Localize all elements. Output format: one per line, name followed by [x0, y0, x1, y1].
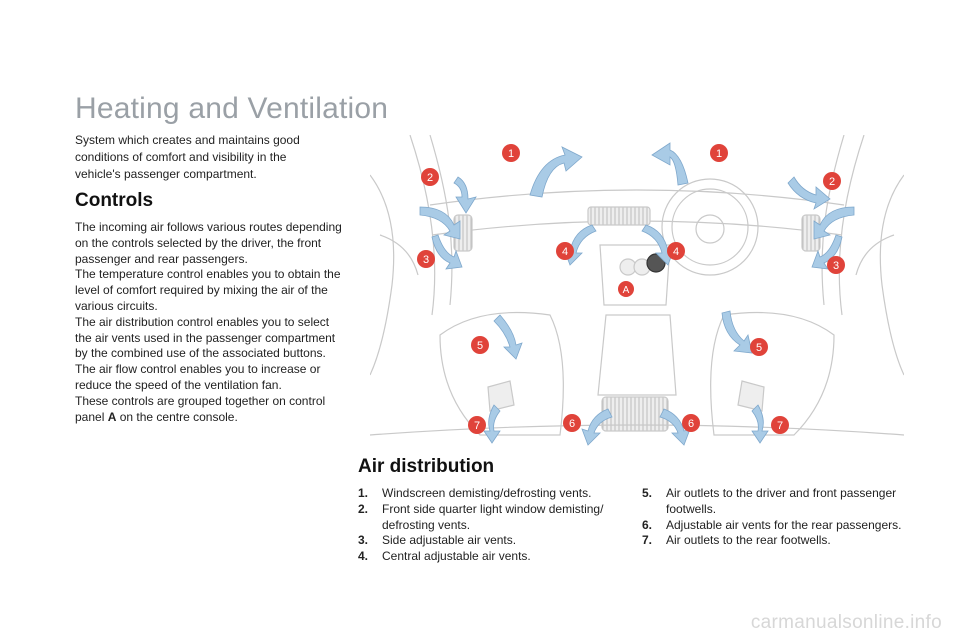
- badge-4-right: 4: [667, 242, 685, 260]
- item-text: Air outlets to the rear footwells.: [666, 533, 831, 548]
- arrow-rear-footwell-right: [751, 404, 769, 444]
- badge-4-left: 4: [556, 242, 574, 260]
- arrow-windscreen-right: [651, 142, 689, 186]
- right-seat: [710, 311, 835, 436]
- item-text: Air outlets to the driver and front pass…: [666, 486, 897, 516]
- arrow-rear-footwell-left: [483, 404, 501, 444]
- item-text: Adjustable air vents for the rear passen…: [666, 517, 902, 532]
- svg-text:6: 6: [569, 418, 575, 430]
- svg-text:1: 1: [508, 148, 514, 160]
- item-number: 5.: [642, 486, 653, 500]
- list-item: 6. Adjustable air vents for the rear pass…: [642, 518, 914, 534]
- list-item: 5. Air outlets to the driver and front pa…: [642, 486, 914, 518]
- svg-text:2: 2: [829, 176, 835, 188]
- svg-text:5: 5: [477, 340, 483, 352]
- svg-text:1: 1: [716, 148, 722, 160]
- item-number: 2.: [358, 501, 369, 516]
- svg-text:4: 4: [673, 246, 679, 258]
- arrow-side-right-down: [811, 234, 843, 270]
- arrow-windscreen-left: [529, 146, 583, 198]
- svg-text:A: A: [623, 285, 630, 296]
- item-text: Central adjustable air vents.: [382, 549, 531, 564]
- page-title: Heating and Ventilation: [75, 92, 389, 125]
- svg-text:2: 2: [427, 172, 433, 184]
- controls-para-panel: These controls are grouped together on c…: [75, 394, 343, 426]
- dash-top: [429, 189, 845, 206]
- list-item: 2. Front side quarter light window demist…: [358, 502, 630, 534]
- controls-para-distribution: The air distribution control enables you…: [75, 314, 336, 361]
- controls-para-airflow: The air flow control enables you to incr…: [75, 362, 321, 392]
- arrow-central-right: [641, 224, 675, 266]
- controls-para-temperature: The temperature control enables you to o…: [75, 267, 341, 313]
- arrow-quarter-left: [453, 176, 477, 214]
- arrow-footwell-left: [493, 314, 523, 360]
- badge-6-left: 6: [563, 414, 581, 432]
- badge-7-right: 7: [771, 416, 789, 434]
- central-vents: [587, 206, 651, 226]
- badge-2-right: 2: [823, 172, 841, 190]
- rear-vents: [601, 396, 669, 432]
- left-seat: [439, 311, 564, 436]
- controls-body: The incoming air follows various routes …: [75, 220, 343, 425]
- steering-wheel: [661, 178, 759, 276]
- item-number: 4.: [358, 549, 369, 564]
- panel-text-after: on the centre console.: [116, 409, 238, 424]
- svg-text:5: 5: [756, 342, 762, 354]
- air-distribution-list-left: 1. Windscreen demisting/defrosting vents.…: [358, 486, 630, 565]
- badge-1-left: 1: [502, 144, 520, 162]
- item-number: 1.: [358, 486, 369, 500]
- right-door: [879, 174, 904, 376]
- svg-text:6: 6: [688, 418, 694, 430]
- arrow-rear-vent-left: [581, 408, 613, 446]
- list-item: 3. Side adjustable air vents.: [358, 533, 630, 549]
- badge-6-right: 6: [682, 414, 700, 432]
- arrow-side-right-out: [813, 206, 855, 240]
- arrow-footwell-right: [721, 310, 753, 354]
- svg-text:4: 4: [562, 246, 568, 258]
- svg-text:7: 7: [777, 420, 783, 432]
- list-item: 4. Central adjustable air vents.: [358, 549, 630, 565]
- interior-illustration: 1 1 2 2 3 3 4 4 5 5 6 6 7 7 A: [370, 135, 904, 446]
- item-text: Windscreen demisting/defrosting vents.: [382, 486, 592, 500]
- svg-text:3: 3: [423, 254, 429, 266]
- site-watermark: carmanualsonline.info: [750, 612, 942, 633]
- arrow-quarter-right: [787, 176, 831, 210]
- panel-text-before: These controls are grouped together on c…: [75, 393, 326, 424]
- controls-heading: Controls: [75, 190, 154, 211]
- svg-text:3: 3: [833, 260, 839, 272]
- air-distribution-list-right: 5. Air outlets to the driver and front pa…: [642, 486, 914, 549]
- centre-console: [599, 244, 671, 306]
- item-number: 7.: [642, 533, 653, 548]
- arrow-side-left-down: [431, 234, 463, 270]
- air-distribution-heading: Air distribution: [358, 456, 495, 477]
- right-rear-footwell-outlet: [737, 380, 765, 412]
- list-item: 1. Windscreen demisting/defrosting vents.: [358, 486, 630, 502]
- item-text: Front side quarter light window demistin…: [382, 501, 604, 532]
- badge-3-right: 3: [827, 256, 845, 274]
- left-rear-footwell-outlet: [487, 380, 515, 412]
- badge-1-right: 1: [710, 144, 728, 162]
- item-number: 3.: [358, 533, 369, 548]
- left-door: [370, 174, 395, 376]
- badge-5-right: 5: [750, 338, 768, 356]
- list-item: 7. Air outlets to the rear footwells.: [642, 533, 914, 549]
- arrow-rear-vent-right: [659, 408, 691, 446]
- badge-2-left: 2: [421, 168, 439, 186]
- badge-3-left: 3: [417, 250, 435, 268]
- item-number: 6.: [642, 517, 653, 532]
- controls-para-routes: The incoming air follows various routes …: [75, 220, 342, 266]
- intro-text: System which creates and maintains good …: [75, 133, 300, 181]
- badge-7-left: 7: [468, 416, 486, 434]
- svg-text:7: 7: [474, 420, 480, 432]
- badge-a-panel: A: [618, 281, 634, 297]
- item-text: Side adjustable air vents.: [382, 533, 517, 548]
- arrow-side-left-out: [419, 206, 461, 240]
- badge-5-left: 5: [471, 336, 489, 354]
- badges: 1 1 2 2 3 3 4 4 5 5 6 6 7 7 A: [417, 144, 845, 434]
- panel-letter: A: [107, 409, 117, 424]
- airflow-arrows: [419, 142, 855, 446]
